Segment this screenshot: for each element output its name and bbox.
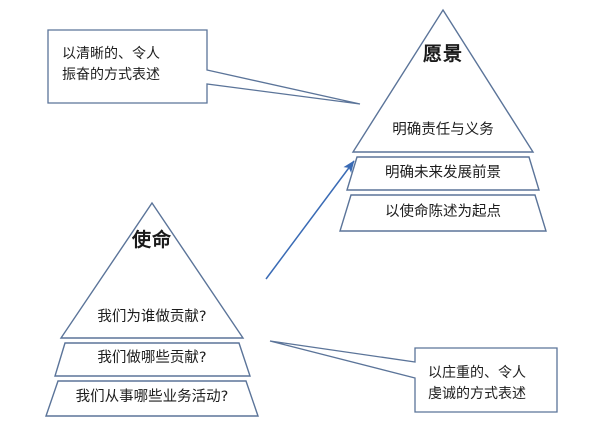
pyramid-vision-band-2-label: 明确未来发展前景	[385, 165, 501, 181]
pyramid-vision-title: 愿景	[422, 43, 463, 65]
pyramid-mission[interactable]	[45, 201, 259, 417]
callout-mission-text: 以庄重的、令人 虔诚的方式表述	[428, 365, 526, 402]
pyramid-mission-band-3-label: 我们从事哪些业务活动?	[75, 389, 229, 405]
pyramid-vision-band-3-label: 以使命陈述为起点	[385, 204, 501, 220]
callout-vision-outline[interactable]	[47, 29, 361, 105]
callout-vision-shape[interactable]	[47, 29, 361, 105]
pyramid-vision-band-1-label: 明确责任与义务	[392, 122, 494, 138]
callout-vision-text: 以清晰的、令人 振奋的方式表述	[62, 46, 160, 83]
pyramid-mission-band-2[interactable]	[54, 342, 251, 377]
mission-to-vision-arrow[interactable]	[265, 160, 355, 280]
pyramid-vision[interactable]	[339, 8, 547, 232]
callout-mission-shape[interactable]	[269, 340, 558, 413]
pyramid-mission-band-3[interactable]	[45, 380, 259, 417]
mission-to-vision-arrow-line[interactable]	[265, 160, 355, 280]
pyramid-vision-band-3[interactable]	[339, 194, 547, 232]
pyramid-mission-band-2-label: 我们做哪些贡献?	[97, 350, 207, 366]
callout-mission-outline[interactable]	[269, 340, 558, 413]
pyramid-vision-band-1[interactable]	[351, 8, 535, 153]
pyramid-mission-band-1[interactable]	[59, 201, 245, 339]
pyramid-vision-band-2[interactable]	[346, 156, 540, 191]
pyramid-mission-title: 使命	[131, 229, 172, 251]
pyramid-mission-band-1-label: 我们为谁做贡献?	[97, 309, 207, 325]
